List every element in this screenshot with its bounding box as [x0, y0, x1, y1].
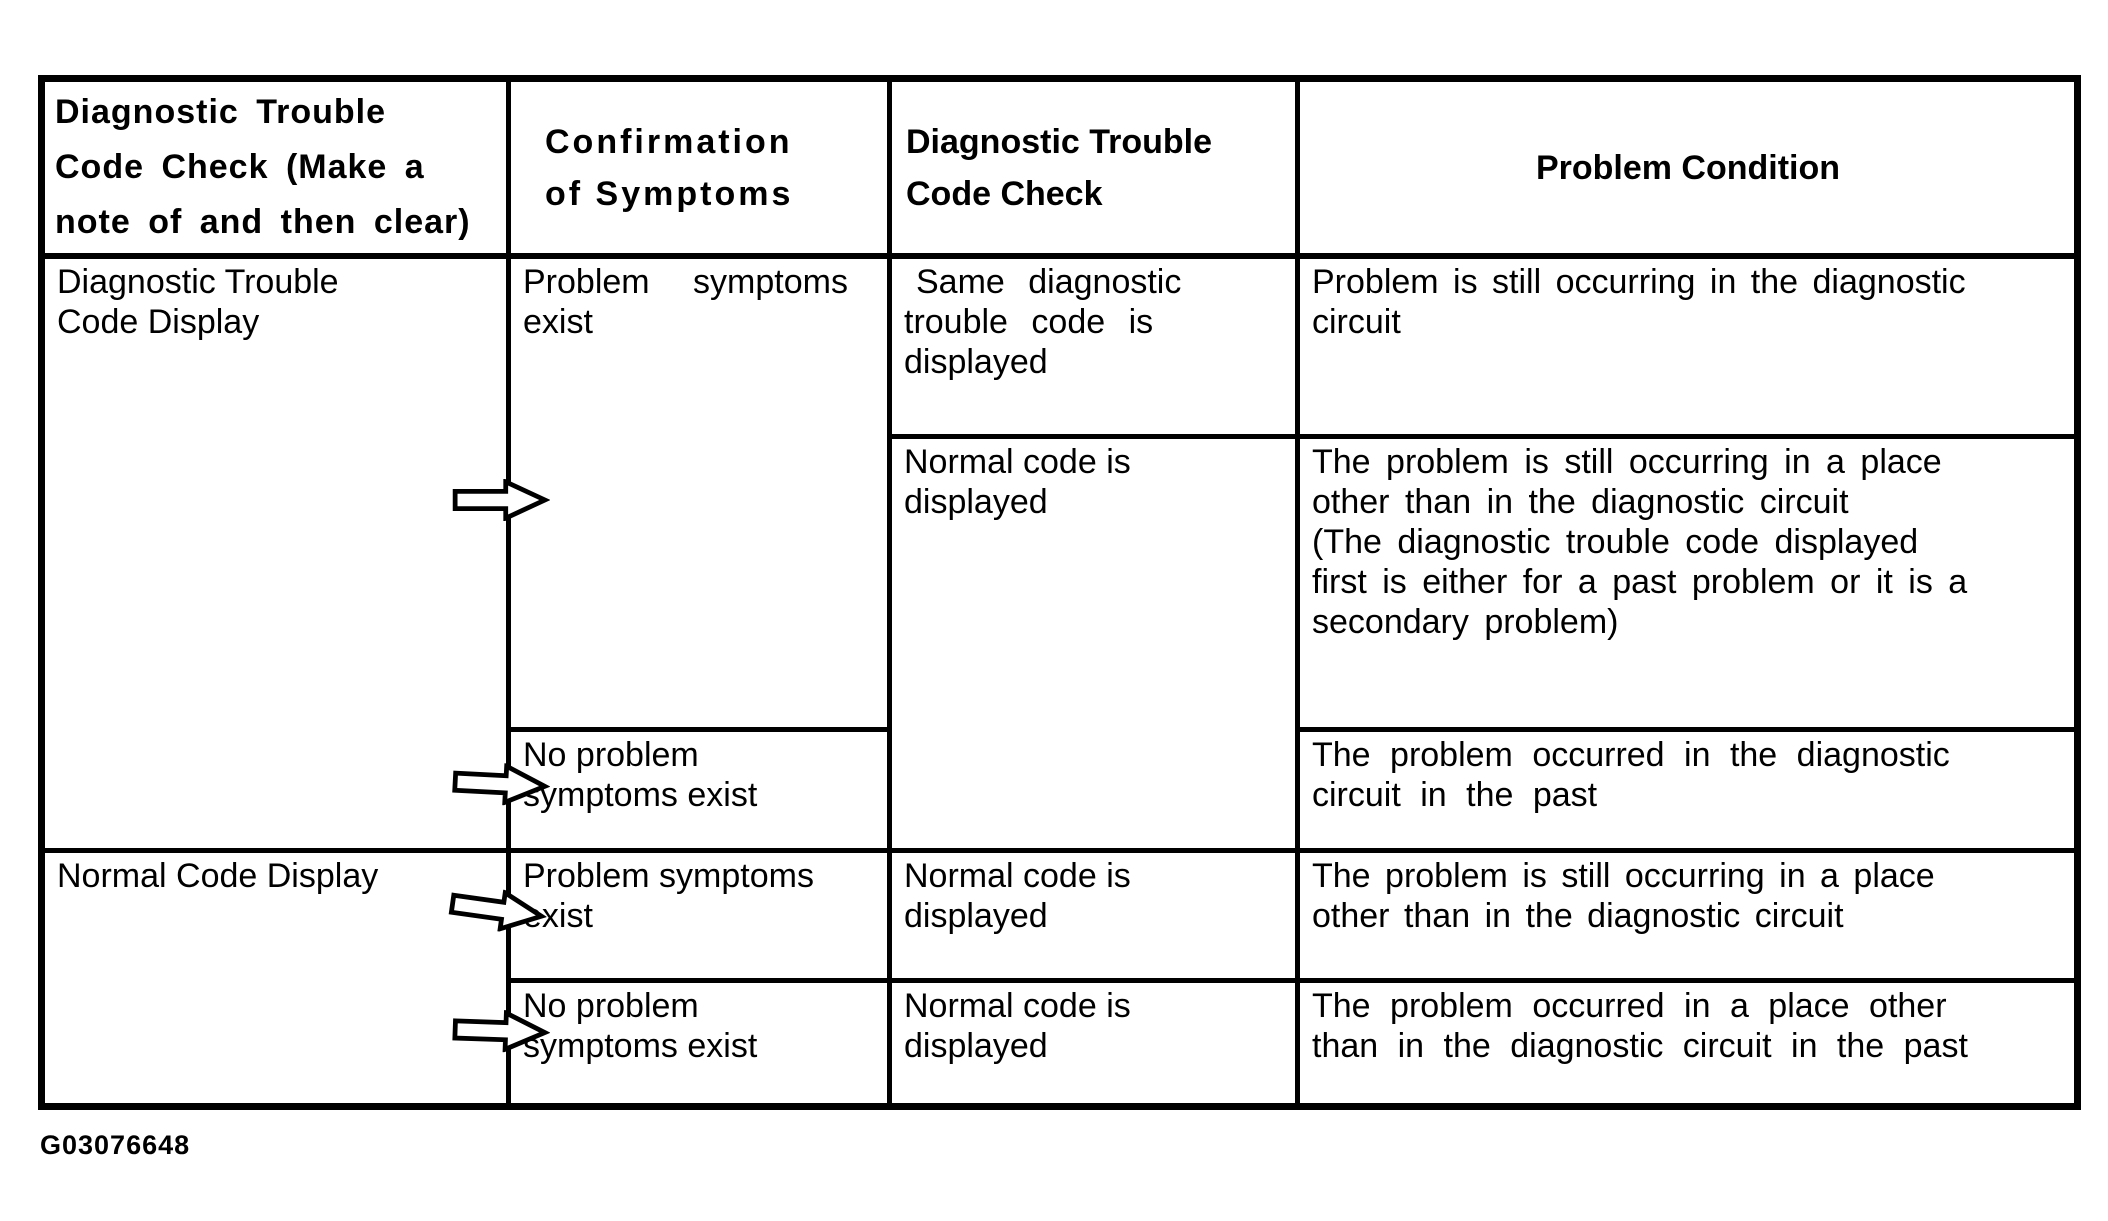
cell-condition-still-occurring-circuit: Problem is still occurring in the diagno… — [1295, 253, 2080, 439]
diagnostic-trouble-code-table: Diagnostic Trouble Code Check (Make a no… — [38, 75, 2081, 1110]
right-arrow-icon — [449, 760, 551, 807]
header-dtc-check: Diagnostic Trouble Code Check — [887, 76, 1300, 259]
figure-id: G03076648 — [40, 1130, 191, 1160]
diagnostic-table-wrap: Diagnostic Trouble Code Check (Make a no… — [38, 75, 2081, 1110]
table-row: No problem symptoms exist Normal code is… — [42, 977, 2080, 1109]
right-arrow-icon — [445, 882, 550, 938]
cell-normal-code-displayed-3: Normal code is displayed — [887, 977, 1300, 1109]
right-arrow-icon — [450, 479, 550, 521]
cell-dtc-display: Diagnostic Trouble Code Display — [39, 253, 511, 853]
table-row: Diagnostic Trouble Code Display Problem … — [39, 253, 2080, 853]
header-row: Diagnostic Trouble Code Check (Make a no… — [39, 76, 2080, 259]
cell-condition-other-place-secondary: The problem is still occurring in a plac… — [1295, 433, 2080, 732]
table-row: No problem symptoms exist The problem oc… — [42, 726, 2080, 853]
cell-normal-code-displayed-1: Normal code is displayed — [887, 433, 1300, 853]
cell-normal-code-display: Normal Code Display — [39, 847, 511, 1109]
cell-problem-symptoms-exist-2: Problem symptoms exist — [506, 847, 892, 983]
table-row: Normal code is displayed The problem is … — [42, 433, 2080, 853]
header-dtc-check-clear: Diagnostic Trouble Code Check (Make a no… — [39, 76, 511, 259]
cell-problem-symptoms-exist-1: Problem symptoms exist — [506, 253, 892, 732]
cell-normal-code-displayed-2: Normal code is displayed — [887, 847, 1300, 983]
header-problem-condition: Problem Condition — [1295, 76, 2080, 259]
cell-no-problem-symptoms-2: No problem symptoms exist — [506, 977, 892, 1109]
cell-condition-occurred-other-place-past: The problem occurred in a place other th… — [1295, 977, 2080, 1109]
right-arrow-icon — [449, 1008, 551, 1053]
cell-condition-still-occurring-other-place: The problem is still occurring in a plac… — [1295, 847, 2080, 983]
cell-same-code-displayed: Same diagnostic trouble code is displaye… — [887, 253, 1300, 439]
cell-no-problem-symptoms-1: No problem symptoms exist — [506, 726, 892, 853]
table-row: Normal Code Display Problem symptoms exi… — [39, 847, 2080, 1109]
cell-condition-occurred-past: The problem occurred in the diagnostic c… — [1295, 726, 2080, 853]
header-confirmation-of-symptoms: Confirmation of Symptoms — [506, 76, 892, 259]
